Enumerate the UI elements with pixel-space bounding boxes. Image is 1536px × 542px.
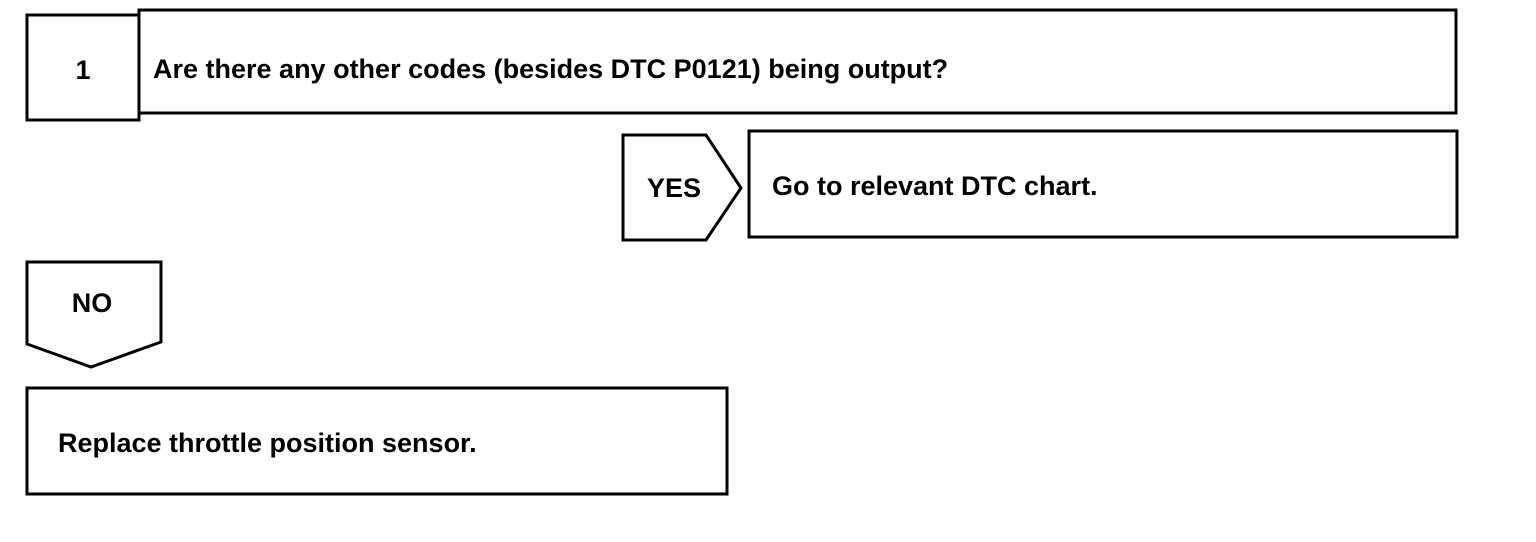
yes-arrow-shape <box>621 133 743 242</box>
step-number-box <box>25 13 141 122</box>
yes-result-text: Go to relevant DTC chart. <box>772 171 1098 201</box>
no-result-text: Replace throttle position sensor. <box>58 428 477 458</box>
yes-label: YES <box>647 173 701 203</box>
step-question-box <box>137 8 1458 115</box>
no-label: NO <box>72 288 113 318</box>
step-question: Are there any other codes (besides DTC P… <box>153 54 948 84</box>
yes-result-box <box>747 129 1459 239</box>
step-number: 1 <box>75 55 90 85</box>
yes-branch: YES Go to relevant DTC chart. <box>621 129 1459 242</box>
no-branch: NO Replace throttle position sensor. <box>25 260 729 496</box>
no-arrow-shape <box>25 260 163 369</box>
no-result-box <box>25 386 729 496</box>
step-1-row: 1 Are there any other codes (besides DTC… <box>25 8 1458 122</box>
